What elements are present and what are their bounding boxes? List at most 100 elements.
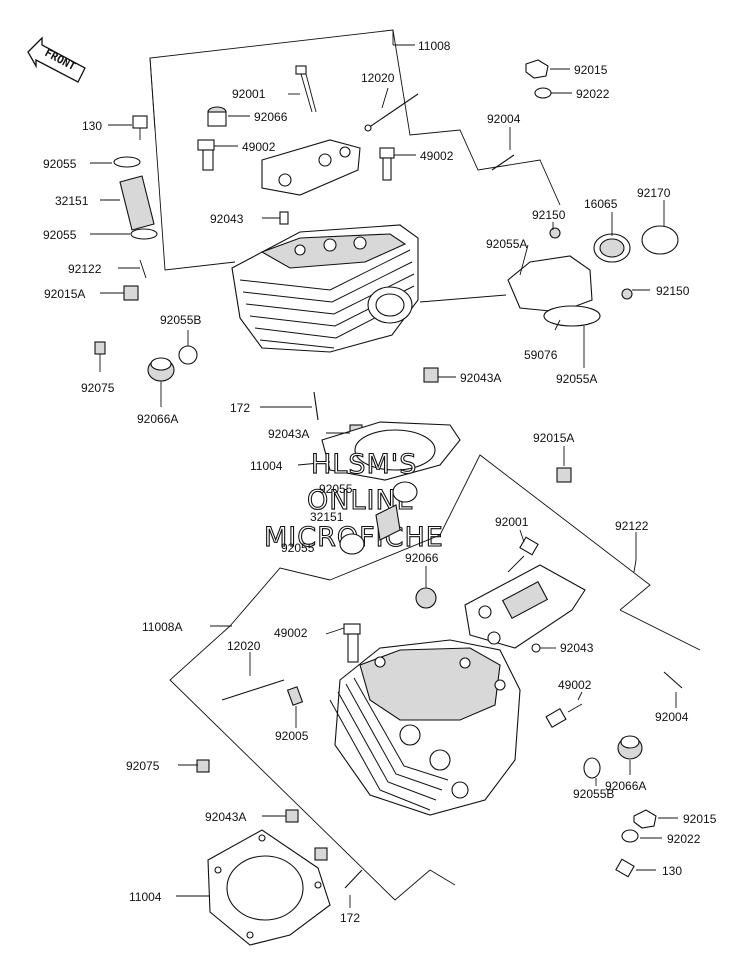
label-92001-bottom: 92001	[495, 515, 529, 529]
label-49002-bottom-a: 49002	[274, 626, 308, 640]
label-130-bottom: 130	[662, 864, 682, 878]
label-92055-b: 92055	[43, 228, 77, 242]
label-92122-bottom: 92122	[615, 519, 649, 533]
label-92015-bottom: 92015	[683, 812, 717, 826]
shaft-12020-top	[364, 93, 419, 132]
pin-92122-top	[139, 259, 147, 279]
gasket-11004-bottom	[207, 829, 331, 946]
dowel-92043A-bottom	[285, 809, 299, 823]
oring-92055B-top	[178, 345, 198, 365]
front-arrow-icon: FRONT	[27, 36, 86, 83]
stud-92004-top	[491, 154, 515, 171]
label-49002-top-b: 49002	[420, 149, 454, 163]
top-assembly-bracket	[149, 29, 561, 271]
collar-92015A-top	[123, 285, 139, 301]
bottom-assembly-bracket	[169, 454, 701, 901]
leader-lines-top	[90, 68, 665, 466]
rocker-holder-bottom	[464, 564, 586, 649]
label-92075-top: 92075	[81, 381, 115, 395]
label-92004-top: 92004	[487, 112, 521, 126]
label-92004-bottom: 92004	[655, 710, 689, 724]
leader-lines-bottom	[176, 446, 678, 908]
label-11008: 11008	[418, 39, 451, 53]
label-59076: 59076	[524, 348, 558, 362]
gasket-11004-top	[321, 421, 461, 481]
collar-92015A-right	[556, 467, 572, 483]
label-92170: 92170	[637, 186, 671, 200]
dowel-92043-top	[279, 211, 289, 225]
label-92055-a: 92055	[43, 157, 77, 171]
label-92022-top: 92022	[576, 87, 610, 101]
oring-92055-a	[113, 156, 141, 168]
bolt-130-bottom	[615, 858, 635, 878]
label-92015-top: 92015	[574, 63, 608, 77]
rocker-holder-top	[261, 139, 361, 196]
front-cylinder-head	[231, 224, 419, 353]
label-11004-bottom: 11004	[129, 890, 162, 904]
label-92066A-top: 92066A	[137, 412, 178, 426]
watermark: HLSM'S ONLINE MICROFICHE	[263, 448, 443, 553]
label-92066A-bottom: 92066A	[605, 779, 646, 793]
label-92055B-bottom: 92055B	[573, 787, 614, 801]
pipe-32151-top	[119, 175, 155, 231]
part-labels: 11008 92015 92022 12020 92001 92066 4900…	[43, 39, 717, 925]
watermark-line-1: HLSM'S	[311, 449, 417, 480]
label-16065: 16065	[584, 197, 618, 211]
label-92043A-right: 92043A	[460, 371, 501, 385]
plug-92075-top	[94, 341, 106, 355]
washer-92022-top	[534, 87, 552, 99]
label-92001-top: 92001	[232, 87, 266, 101]
label-92055-mid-a: 92055	[319, 482, 353, 496]
washer-92022-bottom	[621, 829, 639, 843]
stud-172-bottom	[344, 869, 363, 889]
label-92043A-bottom: 92043A	[205, 810, 246, 824]
label-130-top: 130	[82, 119, 102, 133]
bolt-92001-bottom	[507, 536, 539, 573]
dowel-92043-bottom	[531, 643, 541, 653]
adjuster-49002-bottom-b	[545, 703, 583, 728]
cap-92066A-top	[147, 357, 175, 382]
label-92055A-b: 92055A	[556, 372, 597, 386]
label-11004-top: 11004	[250, 459, 283, 473]
label-12020-bottom: 12020	[227, 639, 261, 653]
pipe-32151-mid	[339, 481, 418, 555]
label-172-top: 172	[230, 401, 250, 415]
cap-92066A-bottom	[617, 735, 643, 760]
label-92055-mid-b: 92055	[281, 541, 315, 555]
label-92150-b: 92150	[656, 284, 690, 298]
oring-92055B-bottom	[583, 757, 601, 779]
label-92066-top: 92066	[254, 110, 288, 124]
adjuster-49002-bottom-a	[343, 623, 361, 663]
label-92043-bottom: 92043	[560, 641, 594, 655]
shaft-12020-bottom	[221, 679, 285, 701]
oring-92055-b	[130, 228, 158, 240]
label-172-bottom: 172	[340, 911, 360, 925]
label-32151-mid: 32151	[310, 510, 344, 524]
label-92015A-left: 92015A	[44, 287, 85, 301]
label-92022-bottom: 92022	[667, 832, 701, 846]
rear-cylinder-head	[329, 639, 521, 816]
nut-92015-top	[525, 59, 549, 79]
plug-92005	[286, 686, 304, 706]
label-49002-top-a: 49002	[242, 140, 276, 154]
label-92150-a: 92150	[532, 208, 566, 222]
label-11008A: 11008A	[142, 620, 182, 634]
nut-92015-bottom	[633, 809, 657, 829]
label-92015A-right: 92015A	[533, 431, 574, 445]
label-92055A-a: 92055A	[486, 237, 527, 251]
intake-pipe-group	[507, 225, 679, 327]
label-92122-top: 92122	[68, 262, 102, 276]
stud-172-top	[313, 391, 319, 421]
dowel-bottom-small	[314, 847, 328, 861]
label-92005: 92005	[275, 729, 309, 743]
label-92043-top: 92043	[210, 212, 244, 226]
stud-92004-bottom	[663, 671, 683, 689]
pin-92122-bottom	[633, 559, 637, 573]
dowel-92043A-right	[423, 367, 439, 383]
label-92055B-top: 92055B	[160, 313, 201, 327]
label-92066-bottom: 92066	[405, 551, 439, 565]
label-49002-bottom-b: 49002	[558, 678, 592, 692]
adjuster-49002-top-b	[379, 147, 395, 181]
cap-92066-bottom	[415, 587, 437, 609]
